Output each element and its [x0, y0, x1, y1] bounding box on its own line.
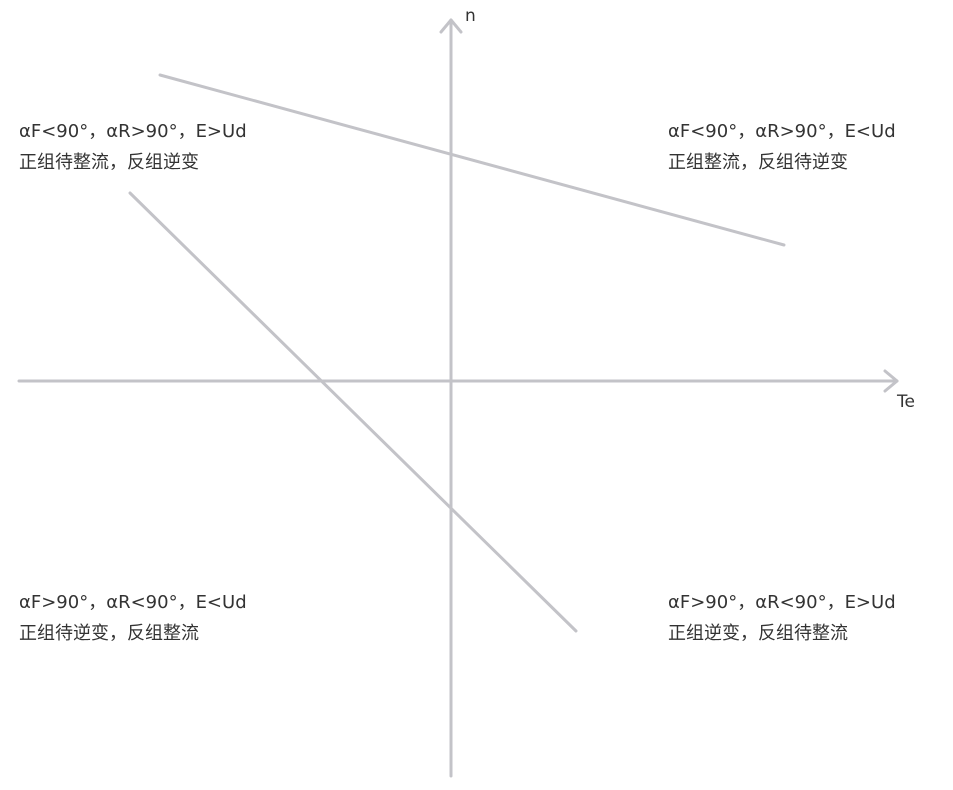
y-axis-arrowhead — [439, 18, 463, 34]
quadrant-top-left-label: αF<90°，αR>90°，E>Ud 正组待整流，反组逆变 — [19, 116, 247, 178]
quadrant-bottom-right-label: αF>90°，αR<90°，E>Ud 正组逆变，反组待整流 — [668, 587, 896, 649]
quadrant-top-left-description: 正组待整流，反组逆变 — [19, 152, 199, 173]
quadrant-bottom-right-description: 正组逆变，反组待整流 — [668, 623, 848, 644]
quadrant-bottom-left-label: αF>90°，αR<90°，E<Ud 正组待逆变，反组整流 — [19, 587, 247, 649]
x-axis-arrowhead — [883, 369, 899, 393]
quadrant-top-right-description: 正组整流，反组待逆变 — [668, 152, 848, 173]
x-axis-label: Te — [897, 392, 915, 412]
quadrant-bottom-left-condition: αF>90°，αR<90°，E<Ud — [19, 592, 247, 613]
line-shallow — [158, 73, 786, 247]
quadrant-top-right-label: αF<90°，αR>90°，E<Ud 正组整流，反组待逆变 — [668, 116, 896, 178]
line-steep — [128, 191, 578, 633]
quadrant-top-right-condition: αF<90°，αR>90°，E<Ud — [668, 121, 896, 142]
quadrant-bottom-left-description: 正组待逆变，反组整流 — [19, 623, 199, 644]
y-axis-label: n — [465, 6, 476, 26]
quadrant-top-left-condition: αF<90°，αR>90°，E>Ud — [19, 121, 247, 142]
quadrant-bottom-right-condition: αF>90°，αR<90°，E>Ud — [668, 592, 896, 613]
